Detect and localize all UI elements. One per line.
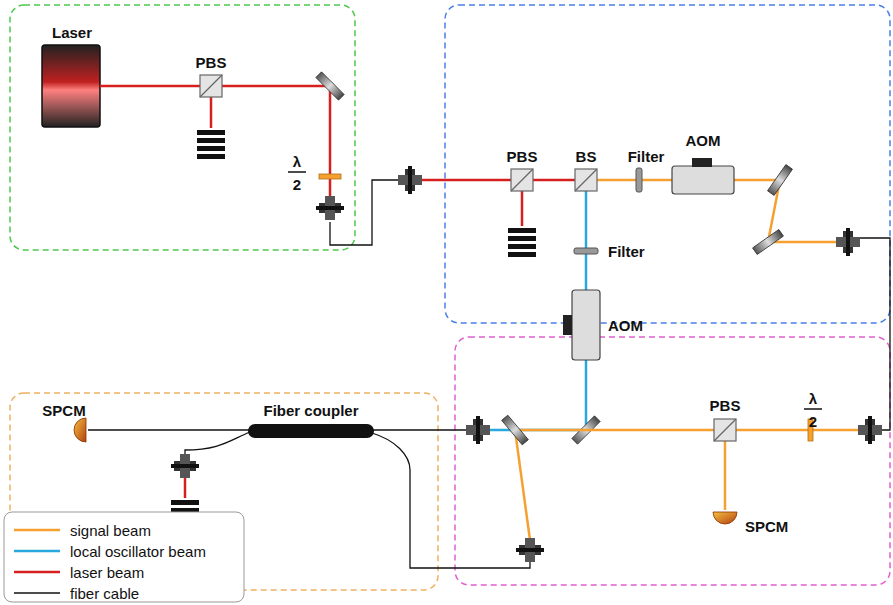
- legend-text: local oscillator beam: [70, 544, 206, 559]
- laser-label: Laser: [52, 25, 92, 40]
- spcm-label: SPCM: [42, 403, 85, 418]
- fiber-coupler-label: Fiber coupler: [263, 403, 358, 418]
- spcm-label: SPCM: [745, 519, 788, 534]
- legend-text: signal beam: [70, 523, 151, 538]
- filter-label: Filter: [628, 149, 665, 164]
- legend-text: fiber cable: [70, 586, 139, 601]
- pbs-label: PBS: [196, 55, 227, 70]
- filter-label: Filter: [608, 244, 645, 259]
- waveplate-label: 2: [809, 414, 817, 429]
- waveplate-label: λ: [293, 154, 301, 169]
- legend-text: laser beam: [70, 565, 144, 580]
- aom-label: AOM: [686, 133, 721, 148]
- bs-label: BS: [576, 149, 597, 164]
- aom-label: AOM: [608, 318, 643, 333]
- waveplate-label: λ: [809, 391, 817, 406]
- pbs-label: PBS: [710, 398, 741, 413]
- waveplate-label: 2: [293, 177, 301, 192]
- pbs-label: PBS: [507, 149, 538, 164]
